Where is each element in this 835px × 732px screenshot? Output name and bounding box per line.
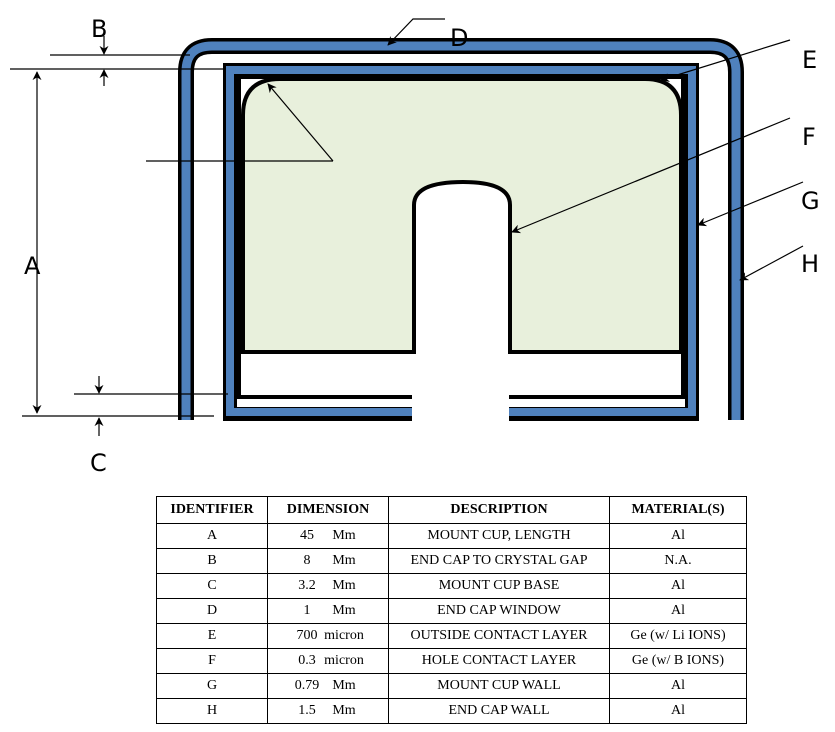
cell-dimension: 1.5 Mm xyxy=(267,698,389,724)
crystal-radius-arrow xyxy=(267,83,334,162)
cell-identifier: H xyxy=(156,698,268,724)
dimension-unit: Mm xyxy=(332,678,356,693)
cell-description: HOLE CONTACT LAYER xyxy=(388,648,610,674)
cell-description: END CAP WALL xyxy=(388,698,610,724)
leader-d xyxy=(387,18,445,46)
label-d: D xyxy=(450,24,468,52)
cell-material: Al xyxy=(609,523,747,549)
cell-identifier: E xyxy=(156,623,268,649)
cell-identifier: F xyxy=(156,648,268,674)
dimension-unit: Mm xyxy=(332,578,356,593)
label-g: G xyxy=(801,187,820,215)
cell-dimension: 45 Mm xyxy=(267,523,389,549)
cell-identifier: C xyxy=(156,573,268,599)
table-header-row: IDENTIFIER DIMENSION DESCRIPTION MATERIA… xyxy=(156,496,747,524)
cell-description: MOUNT CUP BASE xyxy=(388,573,610,599)
dimension-value: 8 xyxy=(303,553,311,568)
label-f: F xyxy=(802,123,816,151)
dimension-unit: Mm xyxy=(332,528,356,543)
leader-g xyxy=(697,181,804,227)
end-cap xyxy=(178,38,744,420)
cell-description: MOUNT CUP, LENGTH xyxy=(388,523,610,549)
cell-dimension: 0.79 Mm xyxy=(267,673,389,699)
header-identifier: IDENTIFIER xyxy=(156,496,268,524)
cell-description: OUTSIDE CONTACT LAYER xyxy=(388,623,610,649)
label-e: E xyxy=(802,46,817,74)
leader-h xyxy=(739,245,804,281)
cell-material: Al xyxy=(609,698,747,724)
leader-e xyxy=(660,39,791,82)
dimension-value: 3.2 xyxy=(298,578,316,593)
dimension-unit: Mm xyxy=(332,703,356,718)
cell-identifier: A xyxy=(156,523,268,549)
leader-f xyxy=(511,117,791,234)
dimension-unit: Mm xyxy=(332,603,356,618)
leader-arrows xyxy=(387,18,804,281)
dimension-unit: micron xyxy=(324,628,364,643)
germanium-crystal xyxy=(241,77,683,354)
label-a: A xyxy=(24,252,41,280)
dimension-value: 1 xyxy=(303,603,311,618)
cell-dimension: 700 micron xyxy=(267,623,389,649)
cell-description: END CAP WINDOW xyxy=(388,598,610,624)
dimension-unit: micron xyxy=(324,653,364,668)
cell-material: Al xyxy=(609,598,747,624)
cell-identifier: D xyxy=(156,598,268,624)
dimension-value: 700 xyxy=(296,628,318,643)
cell-material: Ge (w/ Li IONS) xyxy=(609,623,747,649)
label-c: C xyxy=(90,449,107,477)
detector-cross-section-diagram: A B C D E F G H xyxy=(10,15,820,477)
cell-description: MOUNT CUP WALL xyxy=(388,673,610,699)
dimension-value: 1.5 xyxy=(298,703,316,718)
header-description: DESCRIPTION xyxy=(388,496,610,524)
dimension-value: 0.3 xyxy=(298,653,316,668)
cell-identifier: G xyxy=(156,673,268,699)
header-dimension: DIMENSION xyxy=(267,496,389,524)
cell-material: Ge (w/ B IONS) xyxy=(609,648,747,674)
dimension-lines xyxy=(10,36,334,436)
specification-table: IDENTIFIER DIMENSION DESCRIPTION MATERIA… xyxy=(156,496,747,724)
cell-dimension: 0.3 micron xyxy=(267,648,389,674)
label-h: H xyxy=(801,250,819,278)
label-b: B xyxy=(91,15,107,43)
cell-dimension: 1 Mm xyxy=(267,598,389,624)
dimension-unit: Mm xyxy=(332,553,356,568)
cell-identifier: B xyxy=(156,548,268,574)
cell-material: N.A. xyxy=(609,548,747,574)
cell-material: Al xyxy=(609,573,747,599)
cell-description: END CAP TO CRYSTAL GAP xyxy=(388,548,610,574)
cell-dimension: 3.2 Mm xyxy=(267,573,389,599)
cell-dimension: 8 Mm xyxy=(267,548,389,574)
header-materials: MATERIAL(S) xyxy=(609,496,747,524)
dimension-value: 0.79 xyxy=(294,678,320,693)
cell-material: Al xyxy=(609,673,747,699)
dimension-value: 45 xyxy=(300,528,314,543)
